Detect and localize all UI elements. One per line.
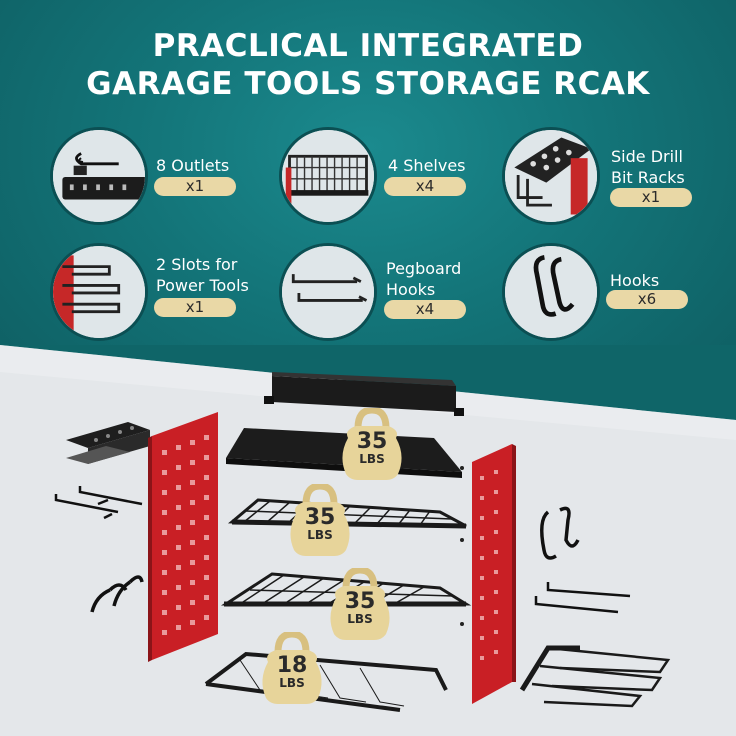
feature-label: Power Tools bbox=[156, 276, 249, 295]
power-strip bbox=[264, 372, 464, 416]
pegboard-hooks-right bbox=[534, 582, 631, 614]
power-strip-icon bbox=[50, 127, 148, 225]
quantity-badge: x1 bbox=[154, 177, 236, 196]
quantity-badge: x6 bbox=[606, 290, 688, 309]
tool-slot-rack-icon bbox=[50, 243, 148, 341]
feature-label: 4 Shelves bbox=[388, 156, 466, 175]
s-hooks-right bbox=[540, 506, 580, 560]
quantity-badge: x4 bbox=[384, 300, 466, 319]
wire-shelf-2 bbox=[227, 498, 467, 529]
quantity-badge: x1 bbox=[154, 298, 236, 317]
weight-capacity-badge: 35 LBS bbox=[338, 406, 406, 482]
weight-capacity-badge: 35 LBS bbox=[286, 482, 354, 558]
quantity-badge: x4 bbox=[384, 177, 466, 196]
weight-unit: LBS bbox=[359, 452, 385, 466]
feature-label: Pegboard bbox=[386, 259, 462, 278]
feature-label: Side Drill bbox=[611, 147, 683, 166]
pegboard-hook-icon bbox=[279, 243, 377, 341]
pegboard-hooks-left bbox=[54, 486, 143, 520]
weight-value: 18 bbox=[276, 653, 308, 678]
feature-label: Bit Racks bbox=[611, 168, 685, 187]
quantity-badge: x1 bbox=[610, 188, 692, 207]
title-line-2: GARAGE TOOLS STORAGE RCAK bbox=[86, 66, 650, 102]
weight-unit: LBS bbox=[347, 612, 373, 626]
feature-label: Hooks bbox=[386, 280, 436, 299]
feature-label: Hooks bbox=[610, 271, 660, 290]
weight-unit: LBS bbox=[307, 528, 333, 542]
drill-bit-rack-icon bbox=[502, 127, 600, 225]
power-tool-slot-rack bbox=[204, 651, 448, 712]
weight-value: 35 bbox=[344, 589, 376, 614]
wire-shelf-icon bbox=[279, 127, 377, 225]
drill-slot-rack-right bbox=[519, 645, 671, 708]
weight-capacity-badge: 18 LBS bbox=[258, 630, 326, 706]
s-hook-icon bbox=[502, 243, 600, 341]
title-line-1: PRACLICAL INTEGRATED bbox=[152, 28, 584, 64]
right-pegboard-panel bbox=[472, 444, 516, 704]
s-hooks-left bbox=[90, 575, 144, 613]
feature-label: 8 Outlets bbox=[156, 156, 230, 175]
weight-capacity-badge: 35 LBS bbox=[326, 566, 394, 642]
feature-label: 2 Slots for bbox=[156, 255, 238, 274]
weight-value: 35 bbox=[304, 505, 336, 530]
drill-bit-rack bbox=[66, 422, 150, 464]
weight-value: 35 bbox=[356, 429, 388, 454]
weight-unit: LBS bbox=[279, 676, 305, 690]
left-pegboard-panel bbox=[148, 412, 218, 662]
